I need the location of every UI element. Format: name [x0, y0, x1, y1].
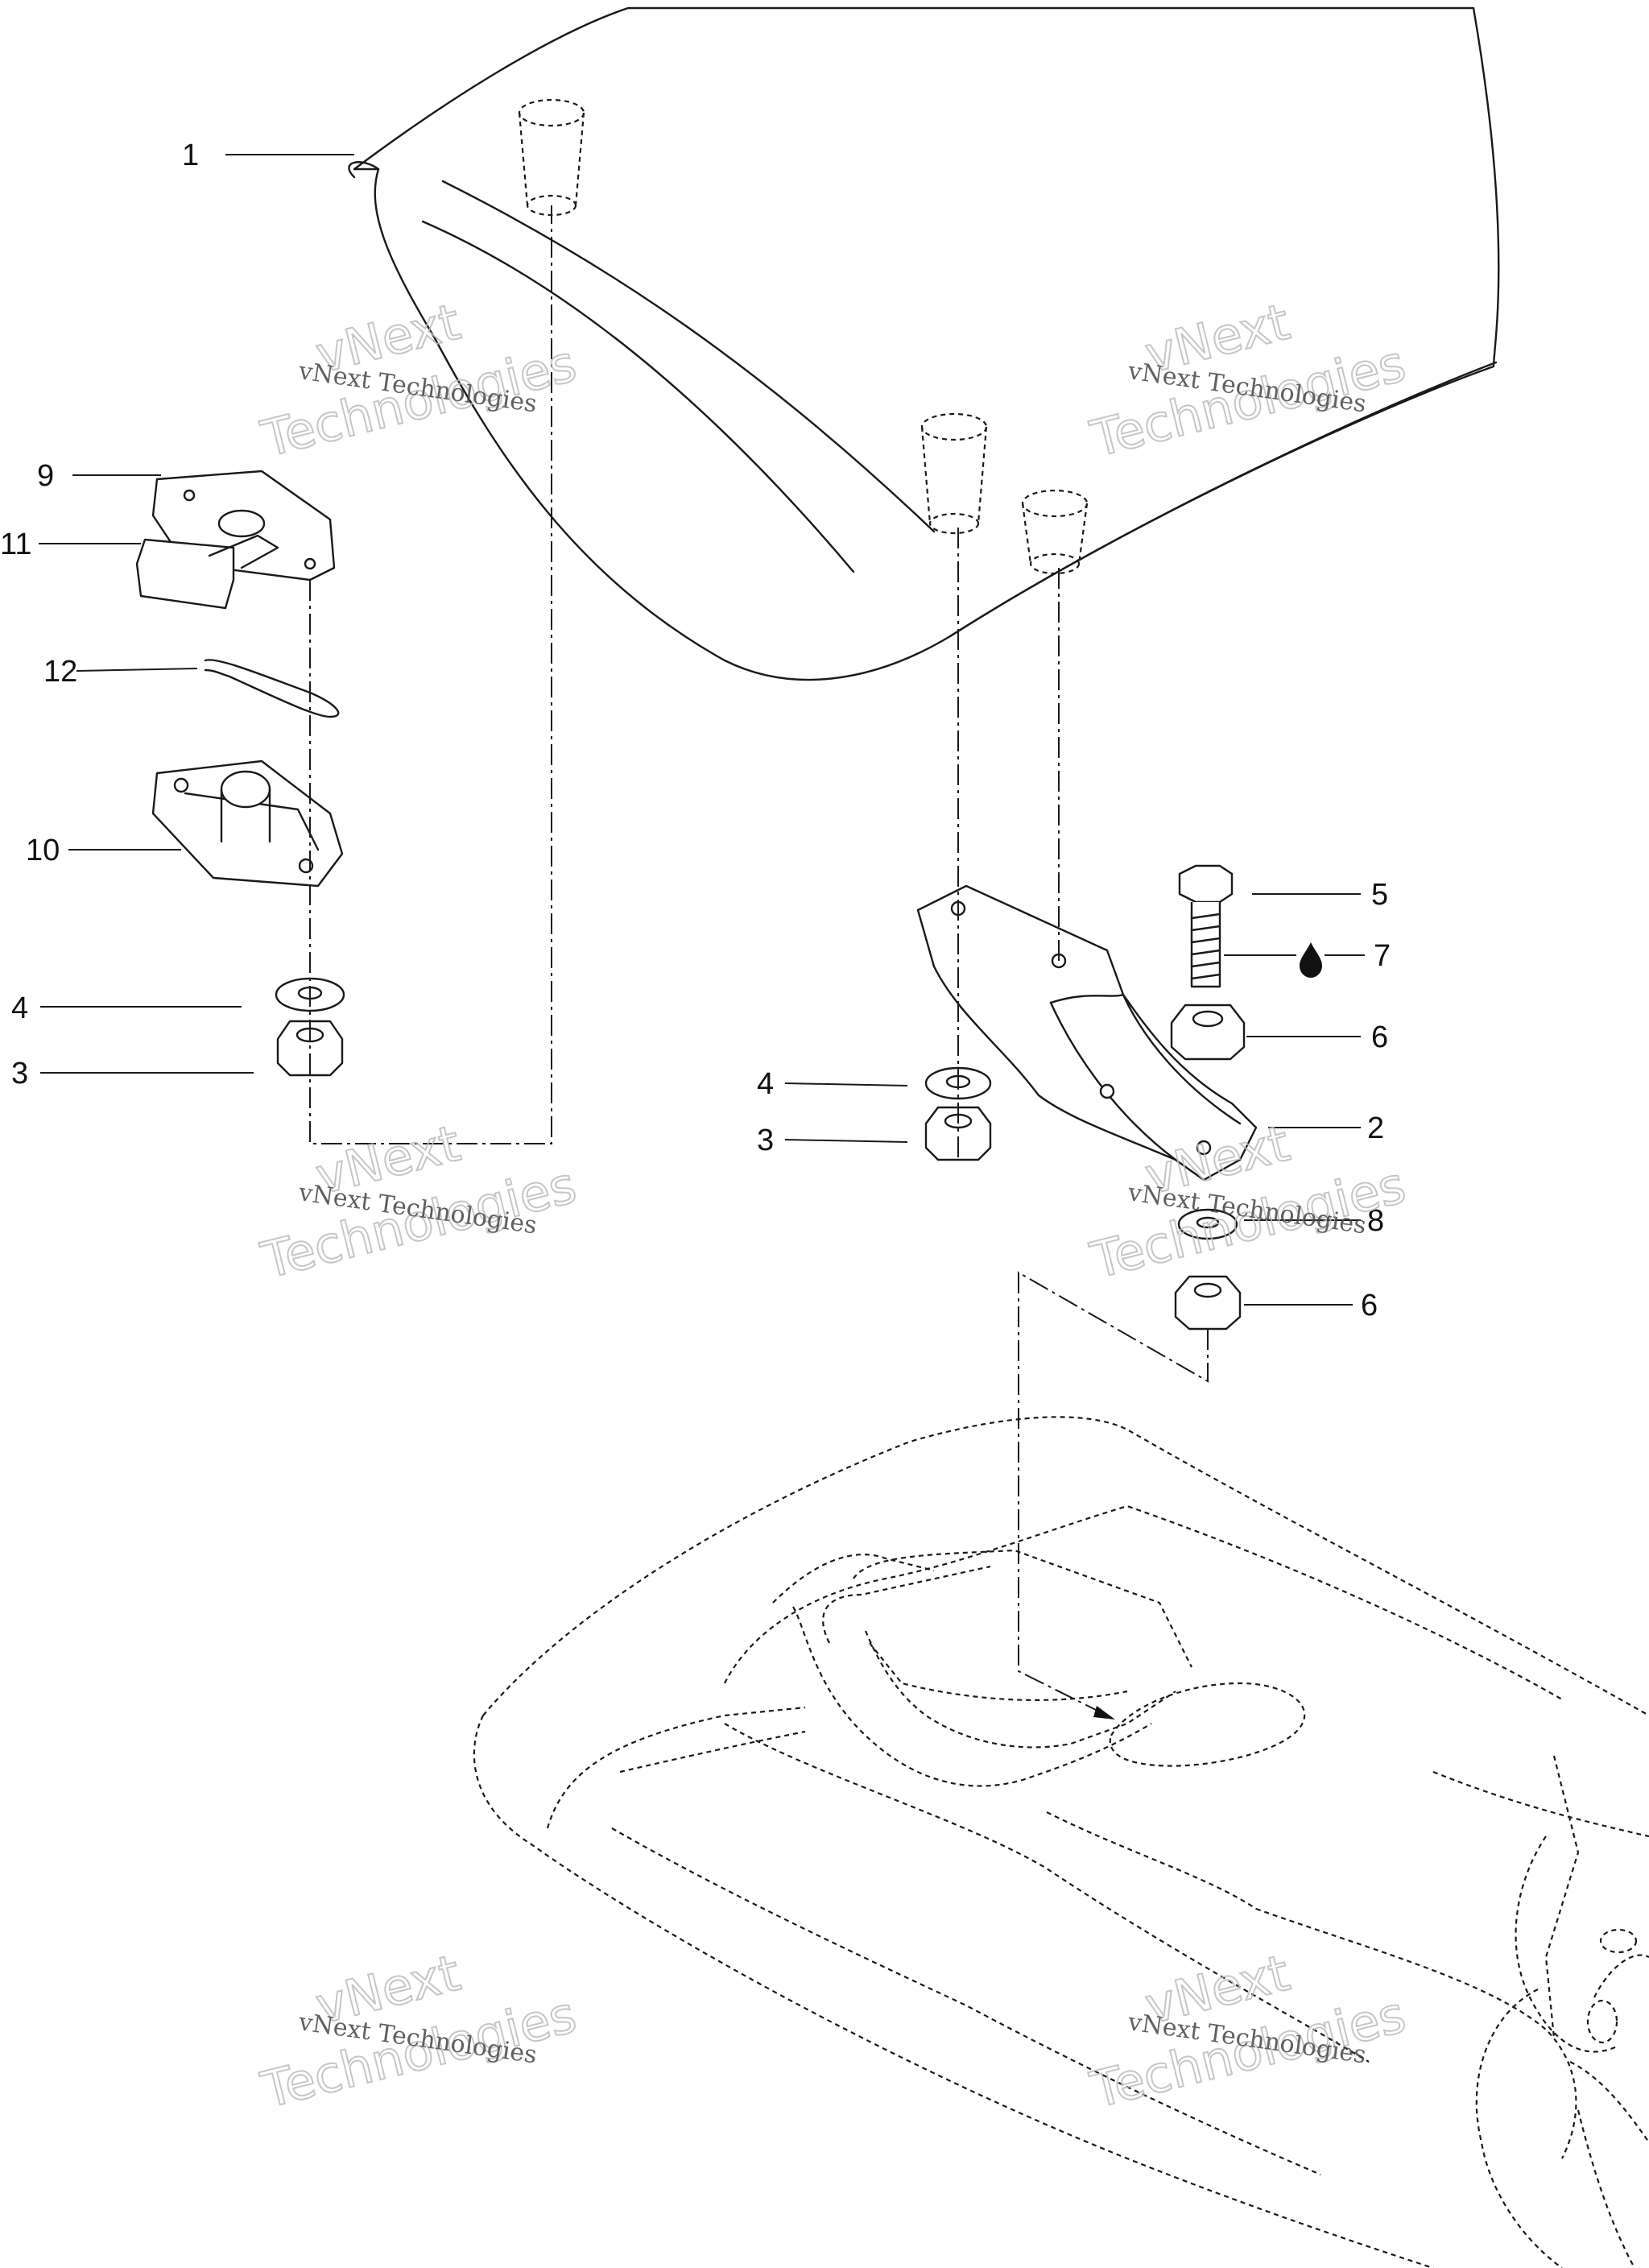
- hairpin-clip: [204, 659, 340, 718]
- centerline-arrowhead: [1093, 1706, 1115, 1720]
- adhesive-drop-icon: [1300, 942, 1322, 978]
- latch-hook: [135, 534, 279, 610]
- callout-9: 9: [37, 459, 54, 493]
- callout-10: 10: [26, 834, 60, 867]
- callout-4-middle: 4: [757, 1067, 774, 1101]
- nut-right-upper: [1170, 1004, 1246, 1061]
- callout-6-upper: 6: [1371, 1020, 1388, 1054]
- callout-3-left: 3: [11, 1057, 28, 1091]
- leader-lines: [39, 154, 1365, 1306]
- seat-plug-3: [1021, 489, 1089, 575]
- bolt: [1178, 864, 1234, 988]
- watermark-6: vNext Technologies vNext Technologies: [1084, 1943, 1411, 2121]
- callout-6-lower: 6: [1361, 1289, 1378, 1322]
- watermark-1: vNext Technologies vNext Technologies: [254, 292, 582, 470]
- hull-deck-outline: [473, 1416, 1649, 2268]
- callout-4-left: 4: [11, 991, 28, 1025]
- bracket: [916, 884, 1258, 1182]
- nut-middle: [924, 1106, 992, 1161]
- callout-7: 7: [1374, 939, 1391, 973]
- centerline-bolt: [1018, 1271, 1209, 1720]
- watermark-3: vNext Technologies vNext Technologies: [254, 1113, 582, 1291]
- seat-plug-2: [920, 412, 988, 535]
- centerline-left: [309, 205, 552, 1144]
- callout-3-middle: 3: [757, 1124, 774, 1157]
- watermark-5: vNext Technologies vNext Technologies: [254, 1943, 582, 2121]
- callout-labels: 1 9 11 12 10 4 3 5 7 6 4 3 2 8 6: [0, 139, 1391, 1322]
- seat-cushion: [348, 6, 1500, 681]
- nut-right-lower: [1174, 1275, 1242, 1331]
- seat-plug-1: [518, 98, 585, 217]
- latch-base: [151, 759, 344, 888]
- watermark-2: vNext Technologies vNext Technologies: [1084, 292, 1411, 470]
- callout-2: 2: [1367, 1111, 1384, 1145]
- callout-11: 11: [0, 528, 31, 561]
- callout-12: 12: [43, 655, 77, 689]
- callout-1: 1: [182, 139, 199, 172]
- callout-8: 8: [1367, 1204, 1384, 1238]
- washer-right: [1177, 1208, 1238, 1240]
- callout-5: 5: [1371, 878, 1388, 912]
